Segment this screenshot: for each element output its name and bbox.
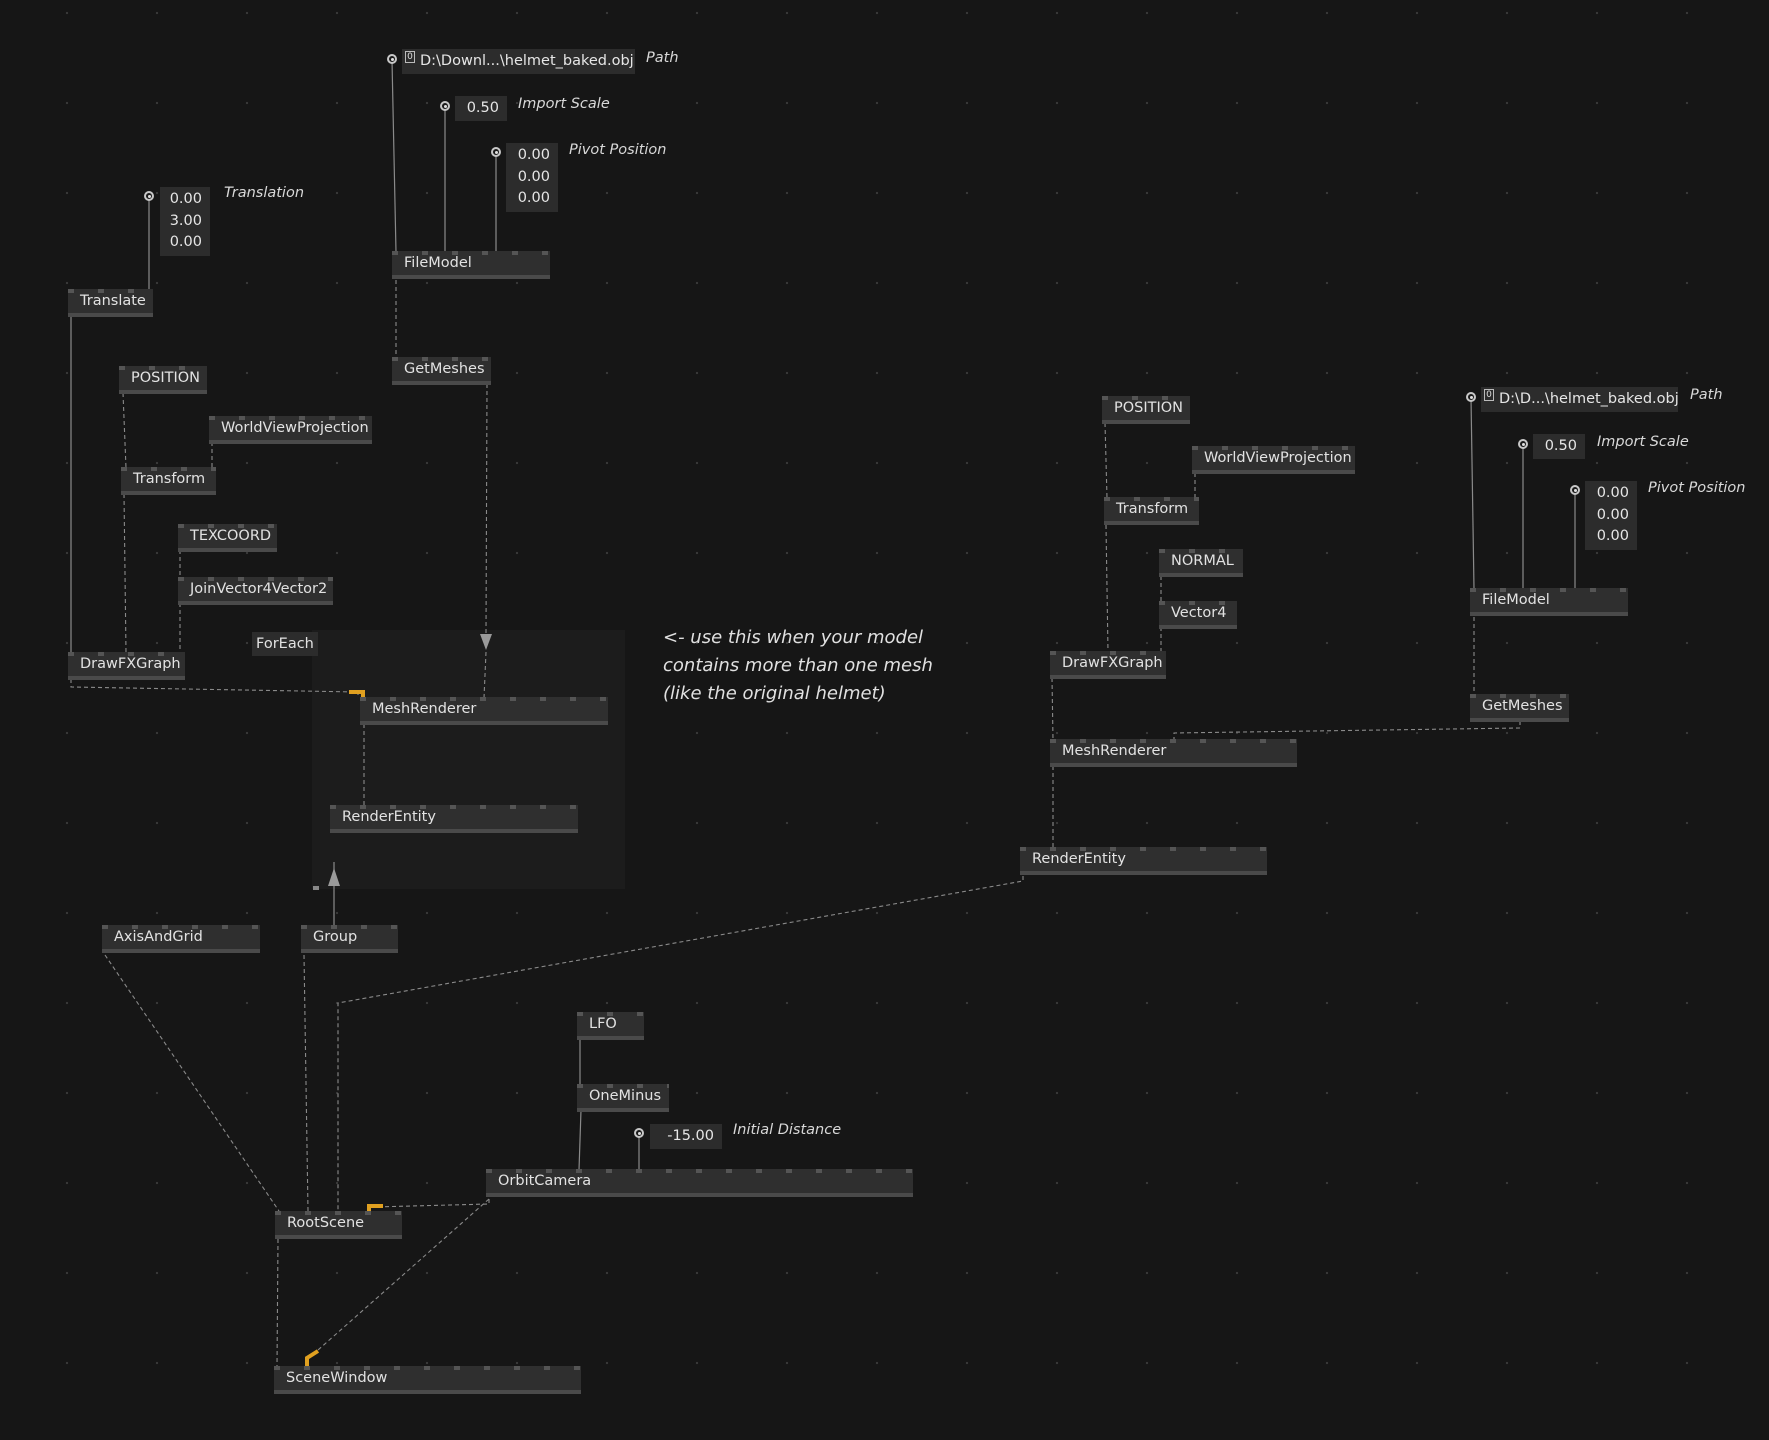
wire-orbit-root xyxy=(372,1199,490,1208)
pivot-right-value[interactable]: 0.00 0.00 0.00 xyxy=(1585,481,1637,550)
node-translate[interactable]: Translate xyxy=(68,289,153,317)
node-scenewindow[interactable]: SceneWindow xyxy=(274,1366,581,1394)
node-position-left[interactable]: POSITION xyxy=(119,366,207,394)
node-transform-left[interactable]: Transform xyxy=(121,467,216,495)
node-transform-right[interactable]: Transform xyxy=(1104,497,1199,525)
wire-position-transform-right xyxy=(1104,422,1108,499)
pivot-left-value[interactable]: 0.00 0.00 0.00 xyxy=(506,143,558,212)
node-renderentity-right[interactable]: RenderEntity xyxy=(1020,847,1267,875)
wire-axis-root xyxy=(104,954,280,1212)
translation-pin[interactable] xyxy=(144,191,154,201)
node-wvp-left[interactable]: WorldViewProjection xyxy=(209,416,372,444)
node-vector4[interactable]: Vector4 xyxy=(1159,601,1237,629)
import-scale-right-value[interactable]: 0.50 xyxy=(1533,434,1585,459)
node-filemodel-right[interactable]: FileModel xyxy=(1470,588,1628,616)
comment-text: <- use this when your model contains mor… xyxy=(663,627,933,704)
wire-path-left xyxy=(391,59,397,253)
pivot-right-label: Pivot Position xyxy=(1648,480,1746,496)
node-normal[interactable]: NORMAL xyxy=(1159,549,1243,577)
initial-distance-pin[interactable] xyxy=(634,1128,644,1138)
node-texcoord[interactable]: TEXCOORD xyxy=(178,524,277,552)
node-drawfx-left[interactable]: DrawFXGraph xyxy=(68,652,185,680)
node-lfo[interactable]: LFO xyxy=(577,1012,644,1040)
node-position-right[interactable]: POSITION xyxy=(1102,396,1190,424)
path-right-pin[interactable] xyxy=(1466,392,1476,402)
import-scale-left-pin[interactable] xyxy=(440,101,450,111)
wire-oneminus-orbit xyxy=(578,1109,582,1171)
node-getmeshes-left[interactable]: GetMeshes xyxy=(392,357,491,385)
node-renderentity-left[interactable]: RenderEntity xyxy=(330,805,578,833)
node-joinvector[interactable]: JoinVector4Vector2 xyxy=(178,577,333,605)
wire-root-scenewindow xyxy=(276,1238,279,1367)
path-left-value[interactable]: D:\Downl...\helmet_baked.obj xyxy=(402,49,635,74)
link-highlight-scenewindow xyxy=(305,1349,320,1367)
pivot-right-pin[interactable] xyxy=(1570,485,1580,495)
import-scale-right-label: Import Scale xyxy=(1597,434,1689,450)
path-left-label: Path xyxy=(646,50,679,66)
import-scale-left-value[interactable]: 0.50 xyxy=(455,96,507,121)
wire-renderentity-right-root xyxy=(337,876,1024,1211)
node-wvp-right[interactable]: WorldViewProjection xyxy=(1192,446,1355,474)
translation-label: Translation xyxy=(224,185,305,201)
import-scale-left-label: Import Scale xyxy=(518,96,610,112)
node-rootscene[interactable]: RootScene xyxy=(275,1211,402,1239)
node-orbitcamera[interactable]: OrbitCamera xyxy=(486,1169,913,1197)
initial-distance-value[interactable]: -15.00 xyxy=(650,1124,722,1149)
wire-transform-drawfx-right xyxy=(1105,524,1109,653)
pivot-left-pin[interactable] xyxy=(491,147,501,157)
path-right-label: Path xyxy=(1690,387,1723,403)
translation-value[interactable]: 0.00 3.00 0.00 xyxy=(160,187,210,256)
path-right-value[interactable]: D:\D...\helmet_baked.obj xyxy=(1481,387,1679,412)
path-left-tag: 0 xyxy=(405,51,415,63)
pivot-left-label: Pivot Position xyxy=(569,142,667,158)
wire-position-transform-left xyxy=(122,392,127,469)
wire-group-root xyxy=(303,954,309,1212)
foreach-region[interactable] xyxy=(312,630,625,889)
node-meshrenderer-right[interactable]: MeshRenderer xyxy=(1050,739,1297,767)
wire-drawfx-meshrenderer-right xyxy=(1051,677,1054,741)
foreach-label[interactable]: ForEach xyxy=(252,632,318,656)
wire-getmeshes-foreach xyxy=(485,383,488,634)
node-drawfx-right[interactable]: DrawFXGraph xyxy=(1050,651,1166,679)
path-right-tag: 0 xyxy=(1484,389,1494,401)
node-meshrenderer-left[interactable]: MeshRenderer xyxy=(360,697,608,725)
node-axisandgrid[interactable]: AxisAndGrid xyxy=(102,925,260,953)
node-group[interactable]: Group xyxy=(301,925,398,953)
initial-distance-label: Initial Distance xyxy=(733,1122,842,1138)
node-oneminus[interactable]: OneMinus xyxy=(577,1084,669,1112)
wire-path-right xyxy=(1470,397,1475,590)
import-scale-right-pin[interactable] xyxy=(1518,439,1528,449)
wire-getmeshes-meshrenderer-right xyxy=(1173,721,1521,740)
path-left-pin[interactable] xyxy=(387,54,397,64)
node-filemodel-left[interactable]: FileModel xyxy=(392,251,550,279)
wire-transform-drawfx-left xyxy=(123,493,127,654)
node-getmeshes-right[interactable]: GetMeshes xyxy=(1470,694,1569,722)
